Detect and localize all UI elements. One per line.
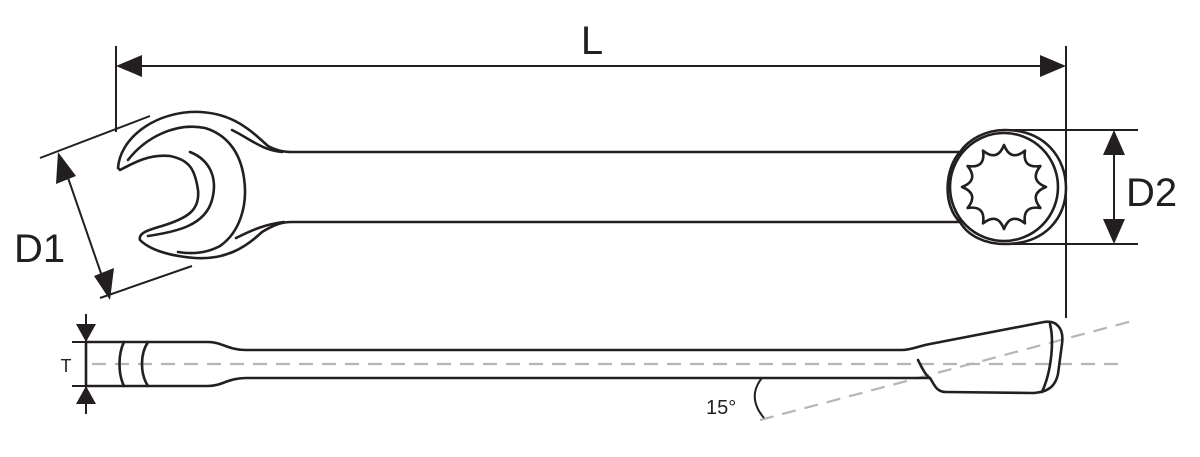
length-label: L (581, 19, 603, 63)
side-ring-face (1040, 322, 1054, 394)
ring-size-arrow-top (1103, 130, 1125, 155)
open-end-jaw-inner-lower (146, 150, 216, 238)
open-end-jaw-inner (126, 125, 247, 255)
ring-end-circle (948, 131, 1060, 243)
open-size-label: D1 (14, 227, 65, 271)
offset-centerline (759, 318, 1137, 422)
length-arrow-left (116, 55, 142, 77)
handle-ridge-left-lower (234, 220, 286, 240)
open-size-arrow-bottom (94, 268, 114, 300)
side-view-outline (84, 320, 1064, 395)
thickness-arrow-bottom (76, 386, 96, 404)
side-neck-inner (916, 358, 932, 380)
offset-angle-arc (753, 377, 765, 419)
open-size-arrow-top (56, 152, 76, 184)
ring-size-arrow-bottom (1103, 219, 1125, 244)
twelve-point-ring-icon (960, 143, 1048, 231)
handle-ridge-left (230, 128, 284, 154)
thickness-label: T (61, 356, 72, 376)
length-dimension: L (115, 19, 1067, 318)
side-groove-2 (140, 340, 150, 388)
ring-end-outline (958, 128, 1068, 246)
ring-size-label: D2 (1126, 171, 1177, 215)
length-arrow-right (1040, 55, 1066, 77)
wrench-top-view: D2 D1 (14, 110, 1177, 300)
open-end-head-outline (116, 110, 962, 260)
wrench-side-view: T 15° (61, 314, 1137, 422)
offset-angle-label: 15° (706, 397, 736, 419)
open-size-dimension-line (65, 171, 105, 283)
open-size-extension-bottom (99, 265, 193, 299)
side-groove-1 (118, 340, 126, 388)
thickness-arrow-top (76, 324, 96, 342)
open-size-extension-top (39, 115, 151, 159)
